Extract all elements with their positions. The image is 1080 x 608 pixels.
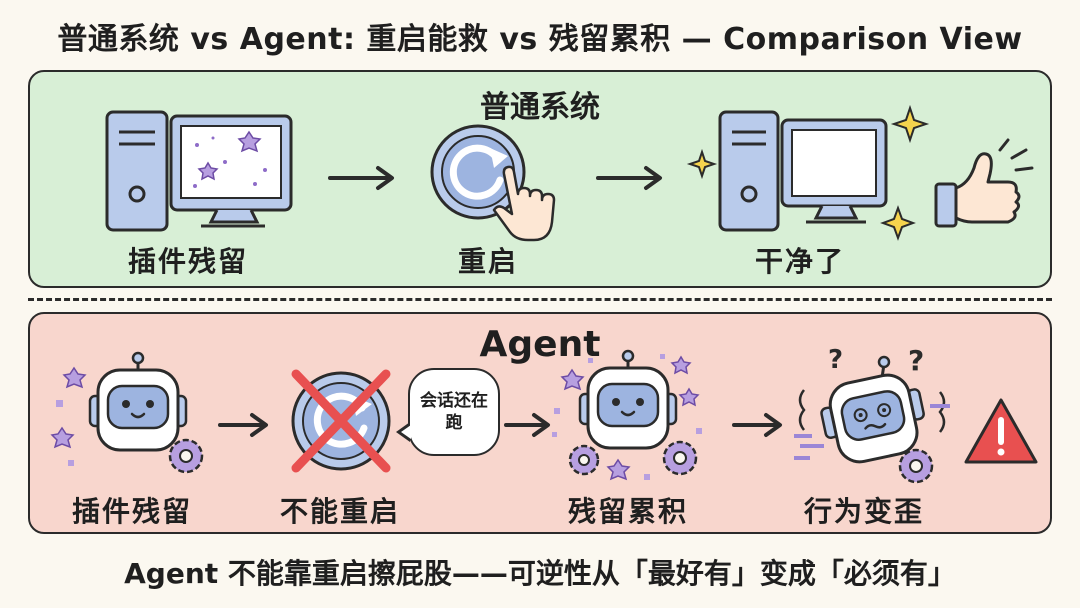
robot-with-residue-icon [50,351,204,474]
agent-panel-heading: Agent [479,324,601,365]
agent-step-label-4: 行为变歪 [803,495,924,528]
section-divider [28,298,1052,301]
normal-step-label-1: 插件残留 [127,245,248,278]
warning-icon [964,398,1038,464]
arrow-icon [732,413,782,437]
normal-step-label-3: 干净了 [754,245,845,278]
no-restart-icon [291,369,391,473]
clean-computer-icon [686,104,930,241]
agent-step-label-2: 不能重启 [279,495,400,528]
arrow-icon [218,413,268,437]
restart-button-icon [430,124,556,242]
agent-step-label-3: 残留累积 [567,495,688,528]
normal-step-label-2: 重启 [457,245,518,278]
normal-panel-heading: 普通系统 [480,90,600,125]
speech-bubble: 会话还在跑 [396,368,500,456]
agent-step-label-1: 插件残留 [71,495,192,528]
svg-text:?: ? [828,345,843,375]
svg-text:?: ? [908,344,924,377]
robot-accumulated-residue-icon [552,349,702,481]
bubble-text: 会话还在跑 [420,390,488,433]
thumbs-up-icon [934,138,1034,228]
glitching-robot-icon: ? ? [794,344,950,484]
arrow-icon [596,166,662,190]
arrow-icon [328,166,394,190]
computer-with-residue-icon [105,110,293,232]
page-title: 普通系统 vs Agent: 重启能救 vs 残留累积 — Comparison… [57,22,1023,57]
footer-caption: Agent 不能靠重启擦屁股——可逆性从「最好有」变成「必须有」 [124,557,956,590]
arrow-icon [504,413,550,437]
